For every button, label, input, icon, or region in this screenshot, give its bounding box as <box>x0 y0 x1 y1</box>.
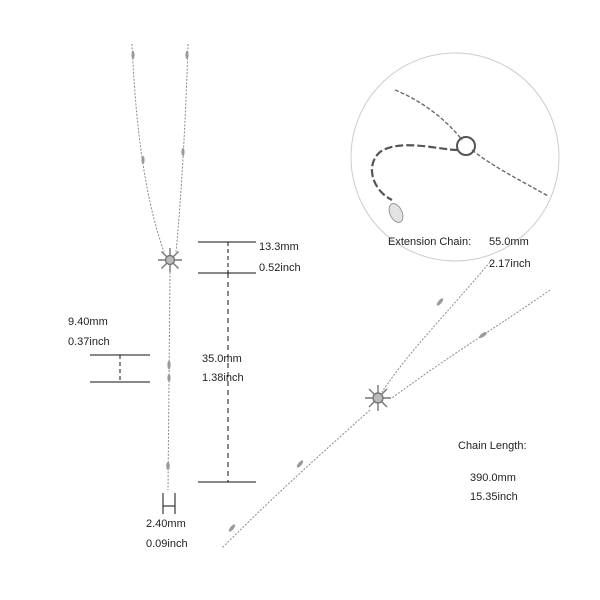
spring-ring-clasp <box>456 136 476 156</box>
station-beads-drop <box>166 360 171 470</box>
station-length-mm: 9.40mm <box>68 316 108 328</box>
chain-width-mm: 2.40mm <box>146 518 186 530</box>
angled-drop-chain <box>221 409 371 549</box>
pendant-height-dimension-lines <box>198 241 256 274</box>
chain-width-dimension-lines <box>162 493 176 514</box>
pendant-height-inch: 0.52inch <box>259 262 301 274</box>
chain-length-inch: 15.35inch <box>470 491 518 503</box>
necklace-left-strand <box>131 43 165 253</box>
extension-chain-inch: 2.17inch <box>489 258 531 270</box>
station-length-inch: 0.37inch <box>68 336 110 348</box>
angled-lower-strand <box>391 289 551 399</box>
station-beads-upper <box>131 51 189 164</box>
drop-length-inch: 1.38inch <box>202 372 244 384</box>
drop-length-mm: 35.0mm <box>202 353 242 365</box>
chain-length-label: Chain Length: <box>458 440 527 452</box>
closeup-chain-top <box>394 89 463 141</box>
drop-length-dimension-lines <box>198 273 256 483</box>
station-length-dimension-lines <box>90 354 150 383</box>
extension-chain-label: Extension Chain: <box>388 236 472 248</box>
angled-upper-strand <box>381 261 491 393</box>
closeup-extension-links <box>370 144 459 201</box>
extension-chain-mm: 55.0mm <box>489 236 529 248</box>
pendant-height-mm: 13.3mm <box>259 241 299 253</box>
extension-chain-closeup <box>350 52 560 262</box>
necklace-angled-view <box>221 261 551 549</box>
angled-starburst-pendant <box>365 385 391 411</box>
starburst-pendant <box>158 248 182 272</box>
angled-station-beads <box>228 298 487 532</box>
chain-width-inch: 0.09inch <box>146 538 188 550</box>
closeup-chain-right <box>471 149 549 197</box>
extension-tag <box>388 203 404 223</box>
chain-length-mm: 390.0mm <box>470 472 516 484</box>
necklace-right-strand <box>175 43 189 253</box>
